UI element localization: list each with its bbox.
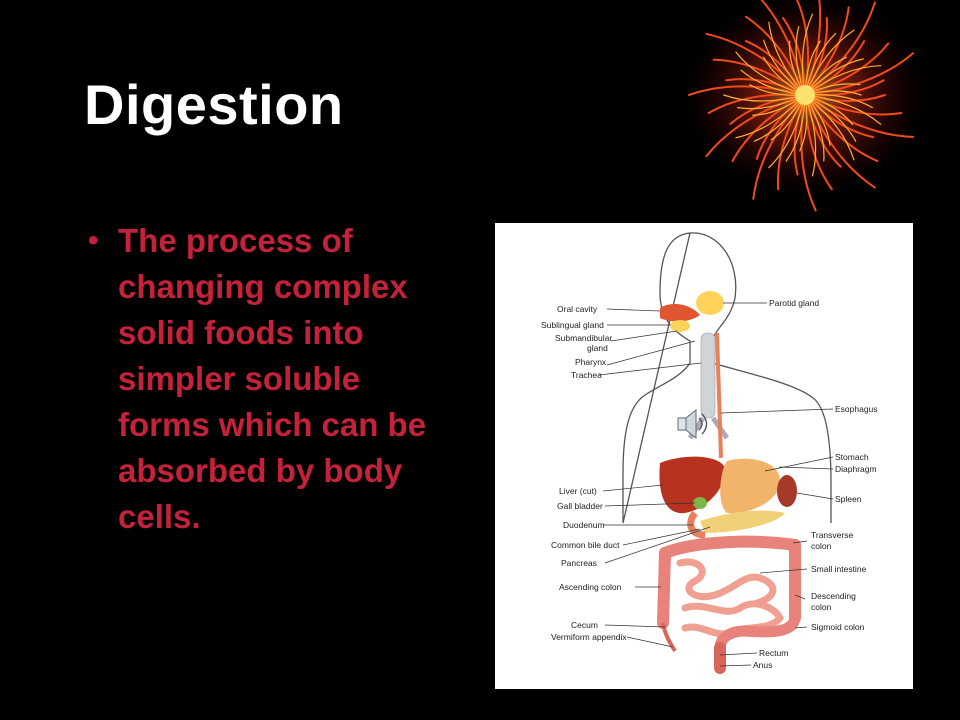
label-rectum: Rectum [759,648,788,658]
firework-ray [800,94,817,212]
bullet-text: The process of changing complex solid fo… [118,222,427,535]
label-descending: Descending [811,591,856,601]
label-common-bile-duct: Common bile duct [551,540,620,550]
firework-ray [804,94,915,138]
diagram-artwork: Oral cavity Sublingual gland Submandibul… [541,232,878,674]
label-parotid-gland: Parotid gland [769,298,819,308]
firework-ray [804,6,850,96]
label-sigmoid-colon: Sigmoid colon [811,622,865,632]
firework-ray [804,94,876,189]
label-small-intestine: Small intestine [811,564,867,574]
label-ascending-colon: Ascending colon [559,582,622,592]
firework-ray [705,32,806,96]
label-transverse: Transverse [811,530,853,540]
firework-ray [804,0,822,96]
firework-ray [731,94,806,163]
firework-ray [804,94,879,163]
firework-ray [804,94,903,116]
bullet-marker: • [88,224,99,257]
firework-icon [685,0,925,212]
label-oral-cavity: Oral cavity [557,304,598,314]
label-gall-bladder: Gall bladder [557,501,603,511]
label-sublingual-gland: Sublingual gland [541,320,604,330]
firework-ray [776,94,806,191]
label-cecum: Cecum [571,620,598,630]
slide-title: Digestion [84,73,344,136]
label-pancreas: Pancreas [561,558,597,568]
firework-ray [804,94,833,191]
label-vermiform-appendix: Vermiform appendix [551,632,627,642]
firework-ray [744,15,806,96]
label-spleen: Spleen [835,494,862,504]
label-duodenum: Duodenum [563,520,605,530]
firework-ray [707,93,806,115]
label-stomach: Stomach [835,452,869,462]
label-pharynx: Pharynx [575,357,607,367]
label-liver: Liver (cut) [559,486,597,496]
label-esophagus: Esophagus [835,404,878,414]
firework-ray [705,94,806,158]
label-anus: Anus [753,660,772,670]
label-descending-colon: colon [811,602,832,612]
firework-ray [795,0,810,96]
firework-ray [688,85,806,96]
speaker-icon[interactable] [670,404,710,444]
label-submandibular: Submandibular [555,333,612,343]
label-submandibular-2: gland [587,343,608,353]
label-transverse-colon: colon [811,541,832,551]
firework-ray [804,52,915,96]
firework-ray [760,0,806,96]
digestive-system-diagram: Oral cavity Sublingual gland Submandibul… [495,223,913,689]
firework-ray [712,58,806,96]
label-trachea: Trachea [571,370,602,380]
firework-ray [804,1,876,96]
firework-ray [752,94,806,200]
firework-ray [804,42,890,96]
label-diaphragm: Diaphragm [835,464,877,474]
